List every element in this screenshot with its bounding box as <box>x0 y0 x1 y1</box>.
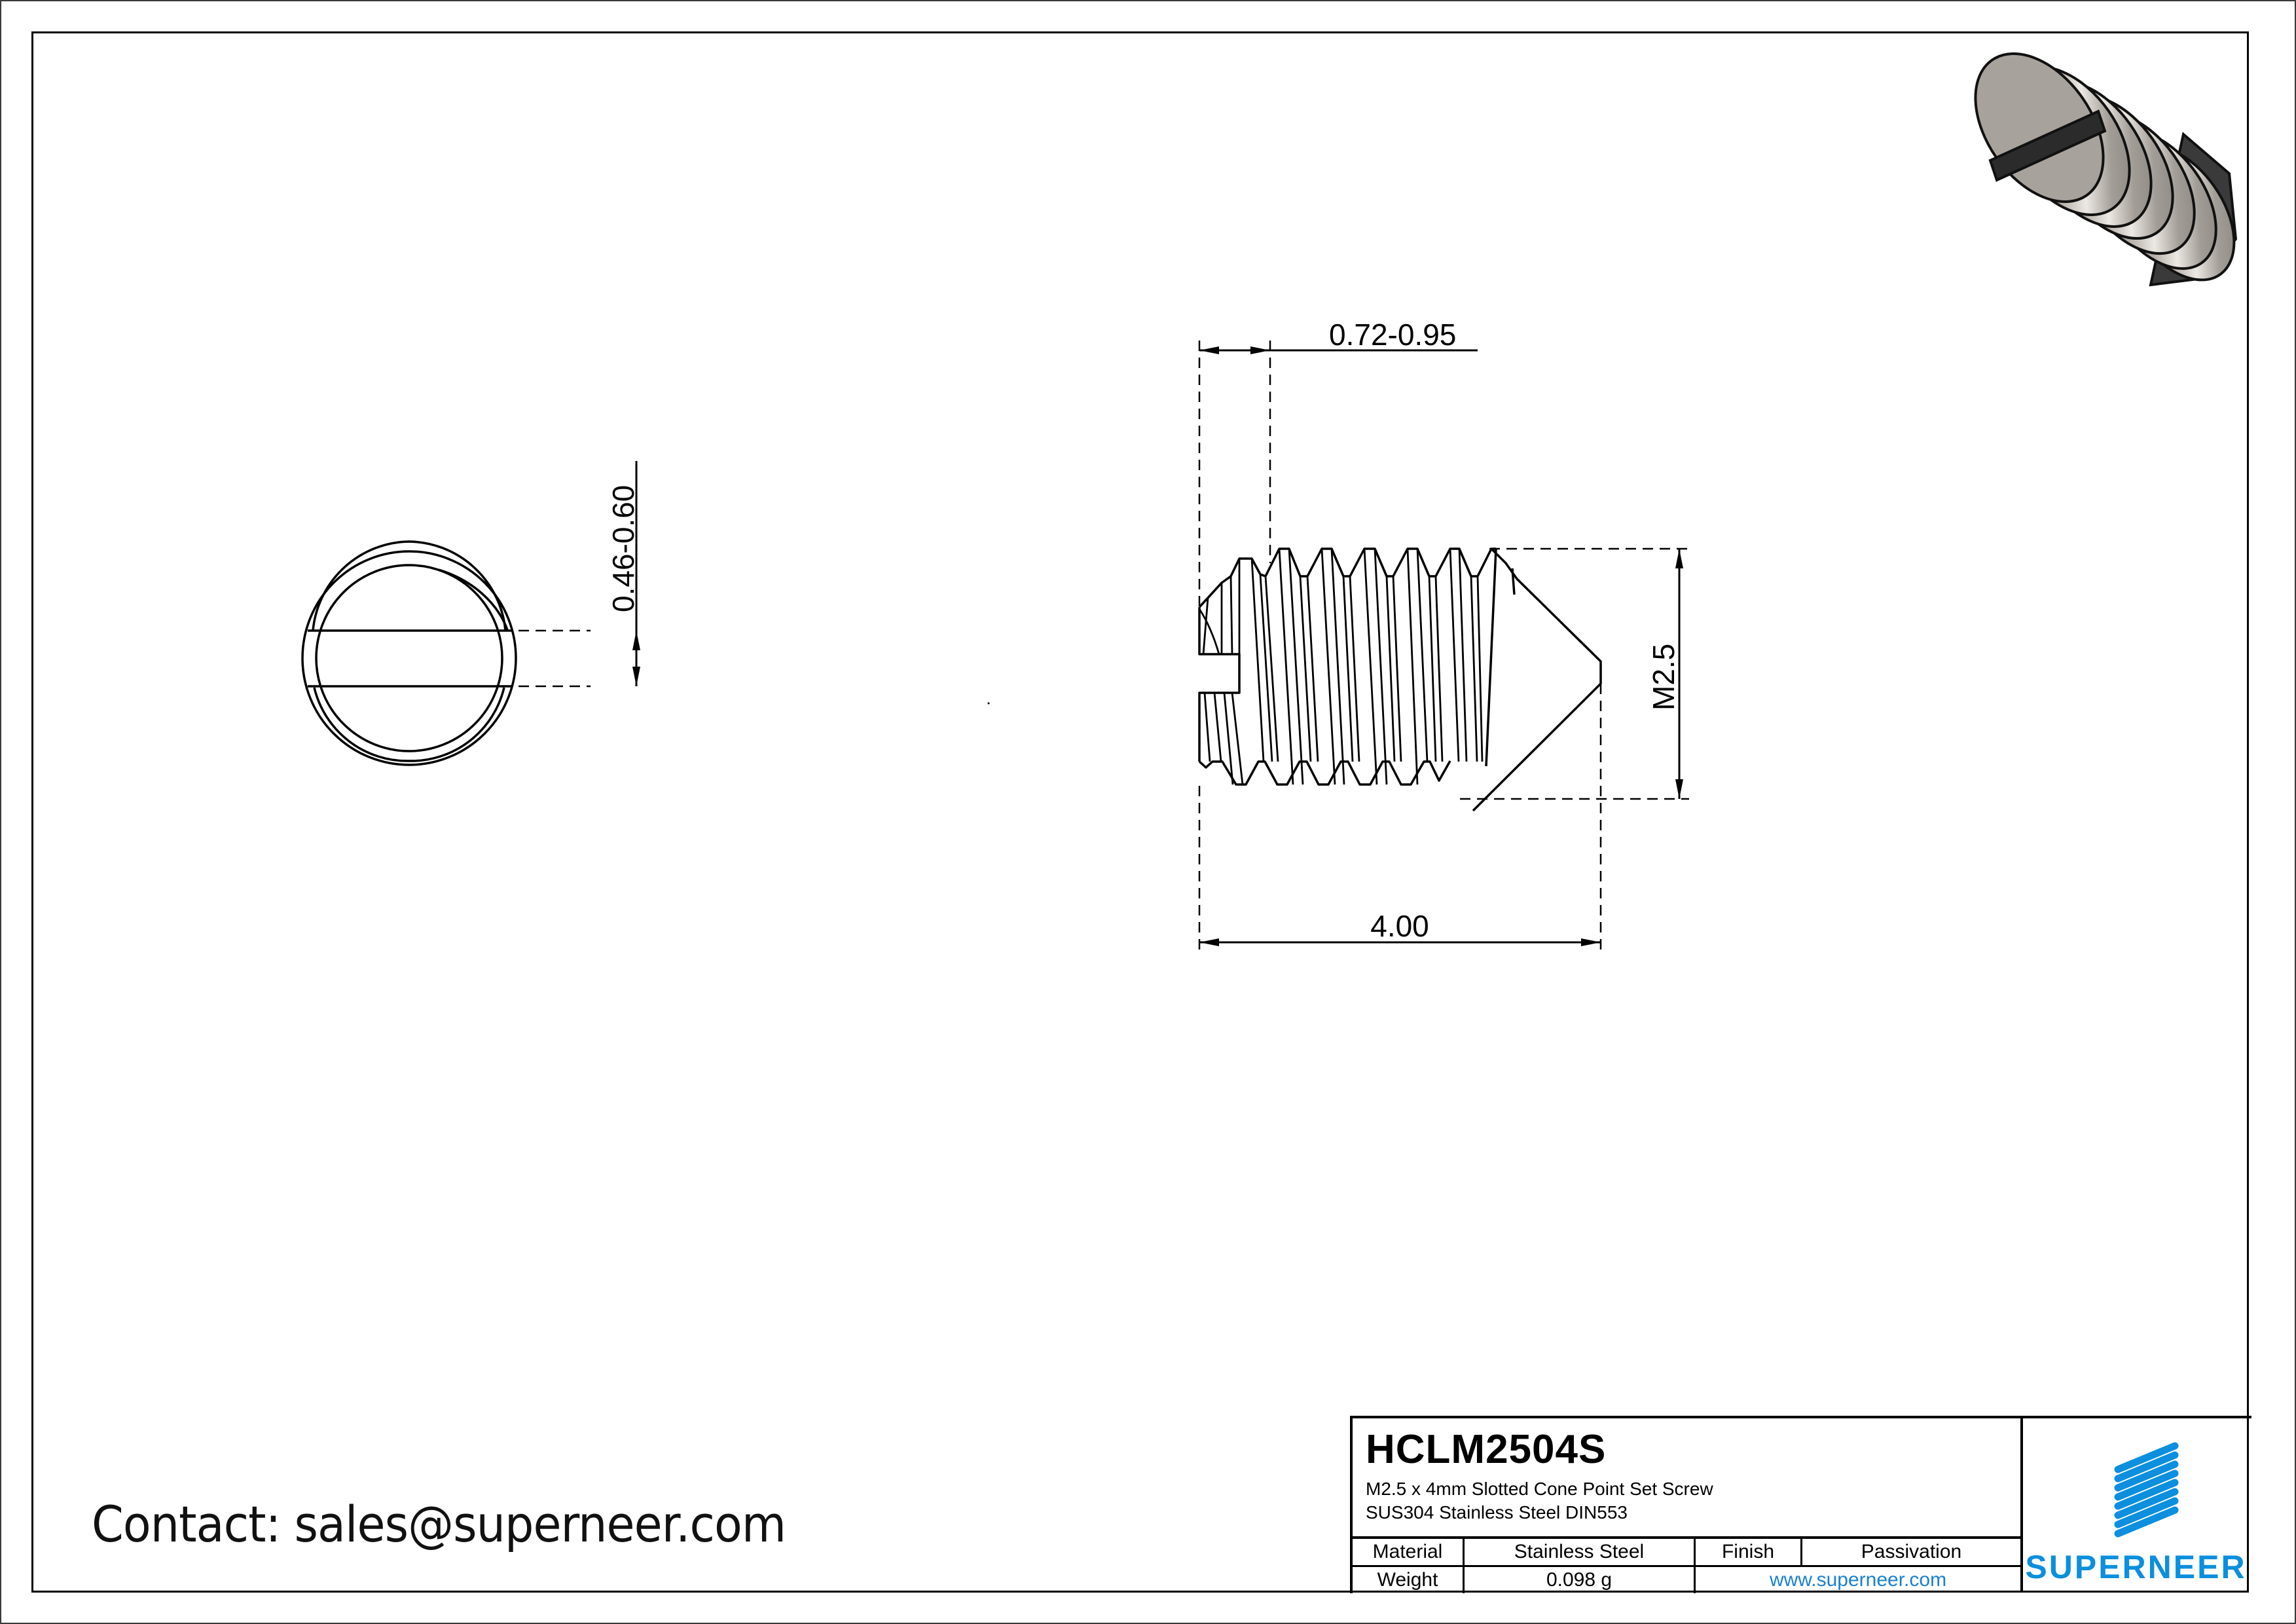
drawing-frame <box>31 31 2249 1593</box>
slot-width-dimension: 0.46-0.60 <box>606 485 640 612</box>
end-view <box>301 461 640 766</box>
material-label: Material <box>1372 1541 1443 1562</box>
material-value: Stainless Steel <box>1463 1539 1694 1565</box>
logo-wordmark: SUPERNEER <box>2025 1549 2247 1585</box>
center-mark <box>987 702 990 705</box>
website-link[interactable]: www.superneer.com <box>1694 1567 2020 1593</box>
thread-diameter-dimension: M2.5 <box>1647 644 1681 710</box>
weight-label: Weight <box>1377 1569 1438 1591</box>
finish-value: Passivation <box>1800 1539 2020 1565</box>
spec-row-weight: Weight 0.098 g www.superneer.com <box>1353 1567 2020 1593</box>
logo-stripes-icon <box>2114 1442 2179 1538</box>
side-view <box>1198 341 1689 950</box>
slot-depth-dimension: 0.72-0.95 <box>1329 318 1456 352</box>
title-block-info: HCLM2504S M2.5 x 4mm Slotted Cone Point … <box>1353 1418 2023 1593</box>
part-number: HCLM2504S <box>1366 1427 1607 1472</box>
part-description: M2.5 x 4mm Slotted Cone Point Set Screw <box>1366 1479 1713 1499</box>
title-block: HCLM2504S M2.5 x 4mm Slotted Cone Point … <box>1350 1416 2251 1593</box>
weight-value: 0.098 g <box>1463 1567 1694 1593</box>
company-logo: SUPERNEER <box>2023 1418 2249 1591</box>
length-dimension: 4.00 <box>1370 909 1429 943</box>
contact-email: Contact: sales@superneer.com <box>92 1495 786 1553</box>
spec-table: Material Stainless Steel Finish Passivat… <box>1353 1536 2020 1593</box>
spec-row-material-finish: Material Stainless Steel Finish Passivat… <box>1353 1539 2020 1567</box>
isometric-screw-render <box>1974 52 2238 287</box>
finish-label: Finish <box>1694 1539 1800 1565</box>
part-material-standard: SUS304 Stainless Steel DIN553 <box>1366 1502 1628 1522</box>
